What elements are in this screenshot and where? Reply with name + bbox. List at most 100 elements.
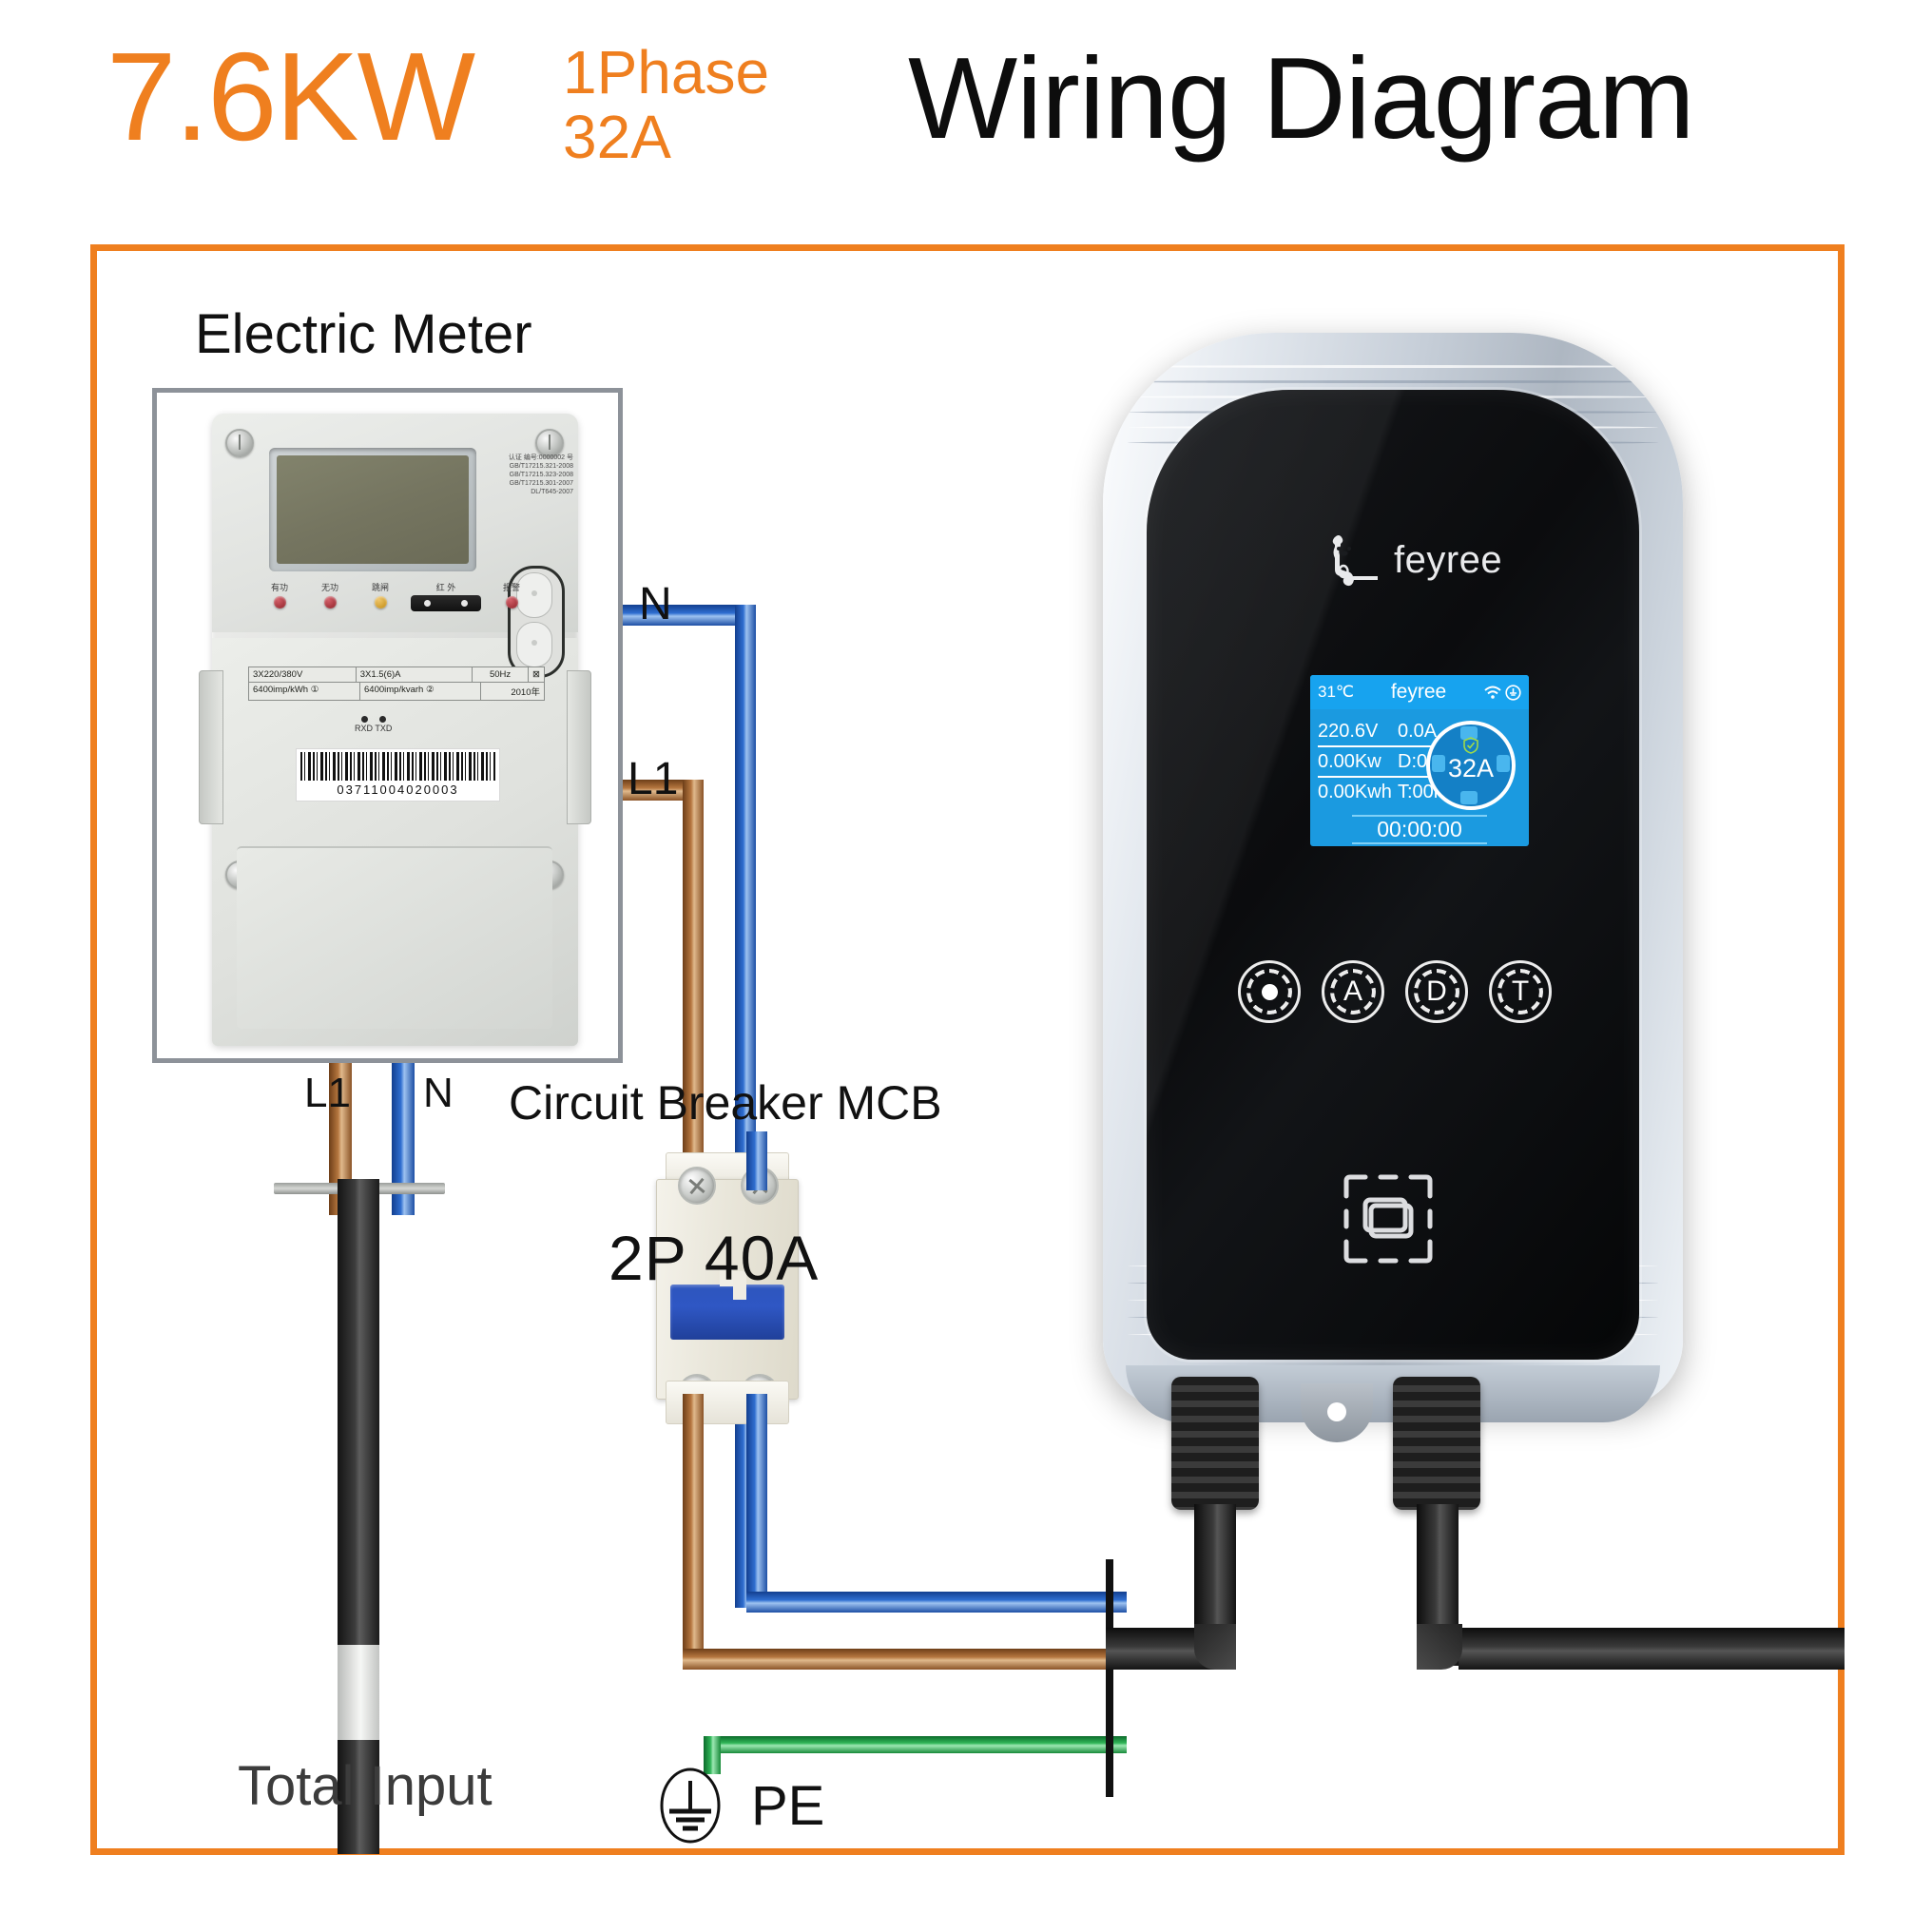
mcb-rating-label: 2P 40A <box>609 1223 820 1293</box>
standard-line: 认证 编号:0000002 号 <box>508 454 573 461</box>
wire-label-l1-bottom: L1 <box>304 1070 351 1116</box>
button-ring <box>1246 969 1292 1014</box>
touch-button-d[interactable]: D <box>1405 960 1468 1023</box>
indicator-trip: 跳闸 <box>358 583 402 609</box>
touch-button-a[interactable]: A <box>1322 960 1384 1023</box>
lcd-status-bar: 31℃ feyree <box>1310 675 1529 709</box>
meter-screw <box>225 429 254 457</box>
lcd-power: 0.00Kw <box>1318 751 1381 772</box>
mcb-lever-gap <box>733 1271 746 1300</box>
indicator-reactive: 无功 <box>308 583 352 609</box>
touch-button-t[interactable]: T <box>1489 960 1552 1023</box>
indicator-label: 无功 <box>320 583 338 592</box>
mcb-toggle-lever[interactable] <box>670 1267 784 1340</box>
nameplate-row: 6400imp/kWh ① 6400imp/kvarh ② 2010年 <box>249 683 544 700</box>
led-dot <box>374 596 387 609</box>
brand-logo: feyree <box>1327 532 1502 588</box>
meter-side-tab-right <box>567 670 591 824</box>
wire-neutral-mcb-out <box>746 1394 767 1613</box>
feyree-bear-icon <box>1332 535 1378 587</box>
standard-line: GB/T17215.323-2008 <box>509 472 573 478</box>
total-input-cable-top <box>338 1179 379 1211</box>
meter-terminal-cover <box>237 846 552 1029</box>
lcd-energy: 0.00Kwh <box>1318 782 1392 802</box>
barcode-bars <box>300 752 495 781</box>
brand-name: feyree <box>1394 538 1503 581</box>
button-ring <box>1330 969 1376 1014</box>
wire-neutral-meter-out <box>623 605 756 626</box>
wire-earth-to-charger <box>704 1736 1127 1753</box>
comm-dots <box>355 716 392 723</box>
indicator-label: 报警 <box>502 583 520 592</box>
indicator-alarm: 报警 <box>490 583 533 609</box>
phase-label: 1Phase <box>563 38 770 106</box>
page-title: Wiring Diagram <box>908 33 1695 163</box>
wire-neutral-to-mcb <box>746 1131 767 1190</box>
charger-mounting-bracket <box>1301 1383 1373 1442</box>
led-dot <box>323 596 337 609</box>
nameplate-imp-active: 6400imp/kWh ① <box>249 683 360 700</box>
meter-button-up[interactable] <box>516 572 552 618</box>
cable-gland-right <box>1393 1377 1480 1510</box>
meter-indicator-row: 有功 无功 跳闸 红 外 报警 <box>258 583 533 611</box>
wire-line-to-mcb <box>683 780 704 1160</box>
lcd-timer: 00:00:00 <box>1352 814 1487 844</box>
meter-barcode: 03711004020003 <box>296 748 500 802</box>
meter-nameplate: 3X220/380V 3X1.5(6)A 50Hz ⊠ 6400imp/kWh … <box>248 667 545 701</box>
phase-current-block: 1Phase 32A <box>563 40 769 169</box>
meter-lcd <box>269 448 476 571</box>
nameplate-row: 3X220/380V 3X1.5(6)A 50Hz ⊠ <box>249 667 544 683</box>
indicator-label: 跳闸 <box>371 583 389 592</box>
wire-label-n-top: N <box>639 579 672 629</box>
meter-side-tab-left <box>199 670 223 824</box>
lcd-set-current: 32A <box>1447 753 1495 782</box>
lcd-current: 0.0A <box>1398 721 1438 742</box>
cable-junction-bar <box>1106 1559 1113 1797</box>
meter-screw <box>535 429 564 457</box>
meter-button-pad[interactable] <box>508 566 565 678</box>
charger-cable-left-elbow <box>1194 1624 1236 1670</box>
charger-front-panel: feyree 31℃ feyree <box>1147 390 1639 1360</box>
electric-meter-label: Electric Meter <box>195 303 532 365</box>
indicator-infrared: 红 外 <box>409 583 483 611</box>
wire-neutral-to-charger <box>746 1592 1127 1613</box>
touch-button-power[interactable] <box>1238 960 1301 1023</box>
wire-earth-drop <box>704 1736 721 1774</box>
infrared-port <box>411 595 481 611</box>
lcd-readouts: 220.6V 0.0A 0.00Kw D:00h 0.00Kwh T:00h <box>1310 709 1529 812</box>
charger-cable-right-horizontal <box>1459 1628 1845 1670</box>
button-ring <box>1414 969 1459 1014</box>
barcode-number: 03711004020003 <box>337 782 459 797</box>
standard-line: GB/T17215.301-2007 <box>509 480 573 487</box>
nameplate-frequency: 50Hz <box>473 667 530 682</box>
wifi-icon <box>1484 686 1501 699</box>
circuit-breaker-label: Circuit Breaker MCB <box>509 1076 942 1130</box>
total-input-cable-band <box>338 1645 379 1740</box>
lcd-current-dial: 32A <box>1426 721 1516 810</box>
standard-line: GB/T17215.321-2008 <box>509 463 573 470</box>
shield-icon <box>1463 737 1478 754</box>
charger-lcd-display: 31℃ feyree <box>1310 675 1529 846</box>
led-dot <box>505 596 518 609</box>
lcd-timer-bar: 00:00:00 <box>1310 812 1529 846</box>
indicator-label: 有功 <box>270 583 288 592</box>
indicator-active: 有功 <box>258 583 301 609</box>
current-label: 32A <box>563 103 671 171</box>
meter-button-down[interactable] <box>516 622 552 667</box>
mcb-terminal-screw[interactable] <box>678 1167 716 1205</box>
ev-charger: feyree 31℃ feyree <box>1103 333 1683 1422</box>
standard-line: DL/T645-2007 <box>531 489 573 495</box>
charger-shell: feyree 31℃ feyree <box>1103 333 1683 1422</box>
earth-ground-icon <box>660 1768 721 1844</box>
nameplate-year: 2010年 <box>511 687 540 698</box>
nameplate-symbol: ⊠ <box>532 669 540 680</box>
total-input-cable <box>338 1208 379 1854</box>
lcd-brand: feyree <box>1390 681 1447 703</box>
meter-comm-indicator: RXD TXD <box>355 716 392 733</box>
meter-housing: 认证 编号:0000002 号 GB/T17215.321-2008 GB/T1… <box>199 414 591 1046</box>
lcd-row-voltage-current: 220.6V 0.0A <box>1318 719 1459 747</box>
wire-line-to-charger <box>683 1649 1127 1670</box>
pe-label: PE <box>751 1775 825 1837</box>
rfid-card-reader-icon[interactable] <box>1339 1169 1438 1268</box>
power-rating: 7.6KW <box>106 27 475 166</box>
